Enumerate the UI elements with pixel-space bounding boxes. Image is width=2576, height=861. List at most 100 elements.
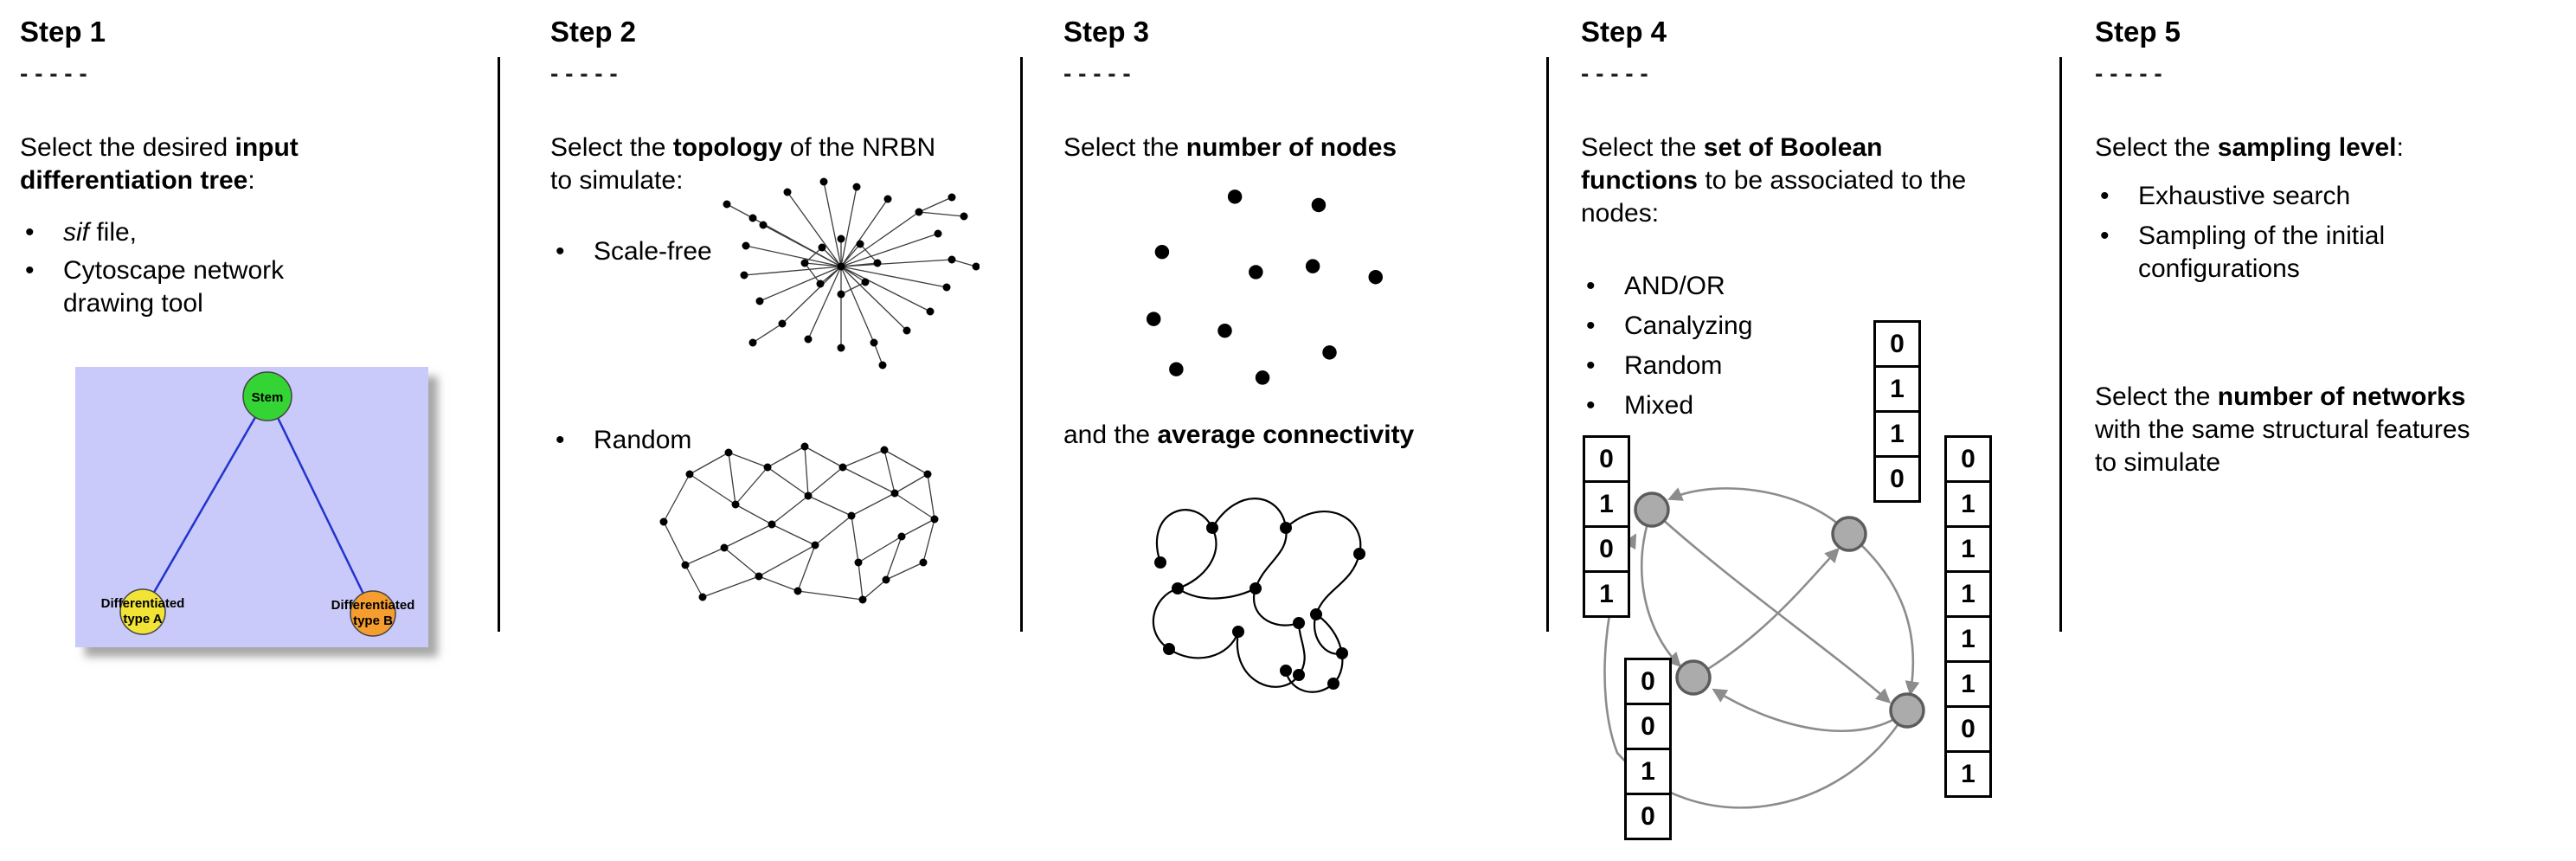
random-network-graphic — [659, 442, 939, 604]
boolean-node — [1634, 492, 1670, 528]
truth-table-cell: 1 — [1583, 570, 1630, 618]
text-run-bold: set of Boolean functions — [1581, 133, 1883, 195]
step-2-bullet-list: Scale-free Random — [550, 235, 1000, 457]
nodes-dots-graphic — [1146, 190, 1383, 385]
text-run: Sampling of the initial configurations — [2138, 222, 2386, 283]
tree-edge-left — [141, 395, 269, 613]
bullet-item: Exhaustive search — [2095, 180, 2519, 213]
text-run-bold: sampling level — [2217, 133, 2397, 162]
bullet-item: Random — [1581, 350, 2014, 382]
boolean-network-figure: 0 1 1 0 0 1 0 1 0 1 1 1 1 1 0 1 — [1581, 320, 2001, 861]
scattered-nodes — [1146, 190, 1383, 385]
tree-edge-right — [266, 395, 375, 614]
type-b-node — [350, 590, 396, 637]
truth-table-cell: 1 — [1873, 365, 1921, 413]
scale-free-edges — [726, 181, 977, 366]
truth-table-cell: 0 — [1944, 435, 1992, 483]
step-2-dashed-separator: - - - - - — [550, 60, 618, 87]
text-run: AND/OR — [1624, 272, 1725, 300]
boolean-node — [1831, 516, 1867, 552]
differentiation-tree-svg: Stem Differentiated type A Differentiate… — [75, 367, 428, 647]
text-run: Select the — [550, 133, 673, 162]
text-run: Cytoscape network drawing tool — [63, 256, 285, 318]
truth-table-cell: 0 — [1944, 705, 1992, 753]
random-nodes — [659, 442, 939, 604]
step-4-column: Step 4 - - - - - Select the set of Boole… — [1581, 16, 2014, 840]
truth-table-cell: 1 — [1944, 570, 1992, 618]
step-3-column: Step 3 - - - - - Select the number of no… — [1063, 16, 1548, 710]
truth-table-cell: 0 — [1873, 455, 1921, 503]
truth-table-bottom: 0 0 1 0 — [1624, 658, 1672, 840]
bullet-item: Cytoscape network drawing tool — [20, 254, 375, 320]
column-divider — [2059, 57, 2062, 632]
tangle-curve — [1152, 509, 1240, 659]
step-4-bullet-list: AND/OR Canalyzing Random Mixed — [1581, 270, 2014, 422]
step-4-dashed-separator: - - - - - — [1581, 60, 1648, 87]
step-4-intro: Select the set of Boolean functions to b… — [1581, 132, 1988, 230]
text-run: file, — [89, 218, 138, 247]
truth-table-cell: 1 — [1944, 615, 1992, 663]
text-run: Select the — [2095, 133, 2218, 162]
column-divider — [1546, 57, 1549, 632]
column-divider — [498, 57, 500, 632]
regulation-arrow — [1667, 487, 1850, 535]
step-1-title: Step 1 — [20, 16, 106, 48]
regulation-arrow — [1651, 509, 1892, 704]
step-3-line1: Select the number of nodes — [1063, 132, 1548, 164]
type-b-label-line1: Differentiated — [331, 598, 415, 613]
step-5-intro1: Select the sampling level: — [2095, 132, 2562, 164]
truth-table-cell: 0 — [1624, 703, 1672, 750]
regulation-arrow — [1640, 509, 1681, 668]
tangle-curve — [1285, 511, 1362, 655]
step-5-bullet-list: Exhaustive search Sampling of the initia… — [2095, 180, 2519, 286]
stem-node — [242, 371, 292, 421]
text-run-bold: topology — [672, 133, 783, 162]
step-3-line2: and the average connectivity — [1063, 419, 1548, 452]
type-a-node — [119, 588, 166, 635]
truth-table-cell: 1 — [1944, 750, 1992, 798]
bullet-item: Random — [550, 424, 1000, 457]
tangle-nodes — [1154, 522, 1366, 690]
type-b-label-line2: type B — [353, 614, 393, 628]
truth-table-cell: 0 — [1583, 525, 1630, 573]
text-run: Select the — [2095, 382, 2218, 411]
text-run: with the same structural features to sim… — [2095, 415, 2470, 477]
regulation-arrow — [1693, 547, 1840, 679]
random-edges — [663, 446, 935, 601]
boolean-node — [1675, 659, 1712, 696]
step-1-dashed-separator: - - - - - — [20, 60, 87, 87]
tangle-curve — [1211, 498, 1300, 626]
truth-table-right: 0 1 1 1 1 1 0 1 — [1944, 435, 1992, 798]
truth-table-cell: 1 — [1583, 480, 1630, 528]
truth-table-cell: 0 — [1624, 658, 1672, 705]
text-run: : — [2396, 133, 2404, 162]
text-run-italic: sif — [63, 218, 89, 247]
truth-table-cell: 1 — [1873, 410, 1921, 458]
text-run-bold: average connectivity — [1157, 421, 1415, 449]
step-5-intro2: Select the number of networks with the s… — [2095, 381, 2493, 479]
type-a-label-line2: type A — [123, 612, 162, 626]
text-run: of the NRBN to simulate: — [550, 133, 936, 195]
column-divider — [1020, 57, 1023, 632]
step-1-column: Step 1 - - - - - Select the desired inpu… — [20, 16, 487, 647]
truth-table-cell: 1 — [1624, 748, 1672, 795]
text-run: : — [247, 166, 255, 195]
bullet-item: sif file, — [20, 216, 375, 249]
bullet-item: AND/OR — [1581, 270, 2014, 303]
truth-table-cell: 1 — [1944, 660, 1992, 708]
step-2-intro: Select the topology of the NRBN to simul… — [550, 132, 940, 197]
bullet-item: Sampling of the initial configurations — [2095, 220, 2519, 286]
bullet-item: Mixed — [1581, 389, 2014, 422]
type-a-label-line1: Differentiated — [101, 596, 185, 611]
text-run: Random — [1624, 351, 1723, 380]
truth-table-cell: 0 — [1873, 320, 1921, 368]
tangle-curve — [1236, 622, 1306, 688]
text-run-bold: input differentiation tree — [20, 133, 299, 195]
step-2-title: Step 2 — [550, 16, 637, 48]
text-run: Random — [594, 426, 692, 454]
bullet-item: Canalyzing — [1581, 310, 2014, 343]
tangle-curve — [1177, 588, 1256, 600]
scale-free-nodes — [723, 177, 980, 369]
text-run-bold: number of networks — [2217, 382, 2466, 411]
step-5-dashed-separator: - - - - - — [2095, 60, 2162, 87]
